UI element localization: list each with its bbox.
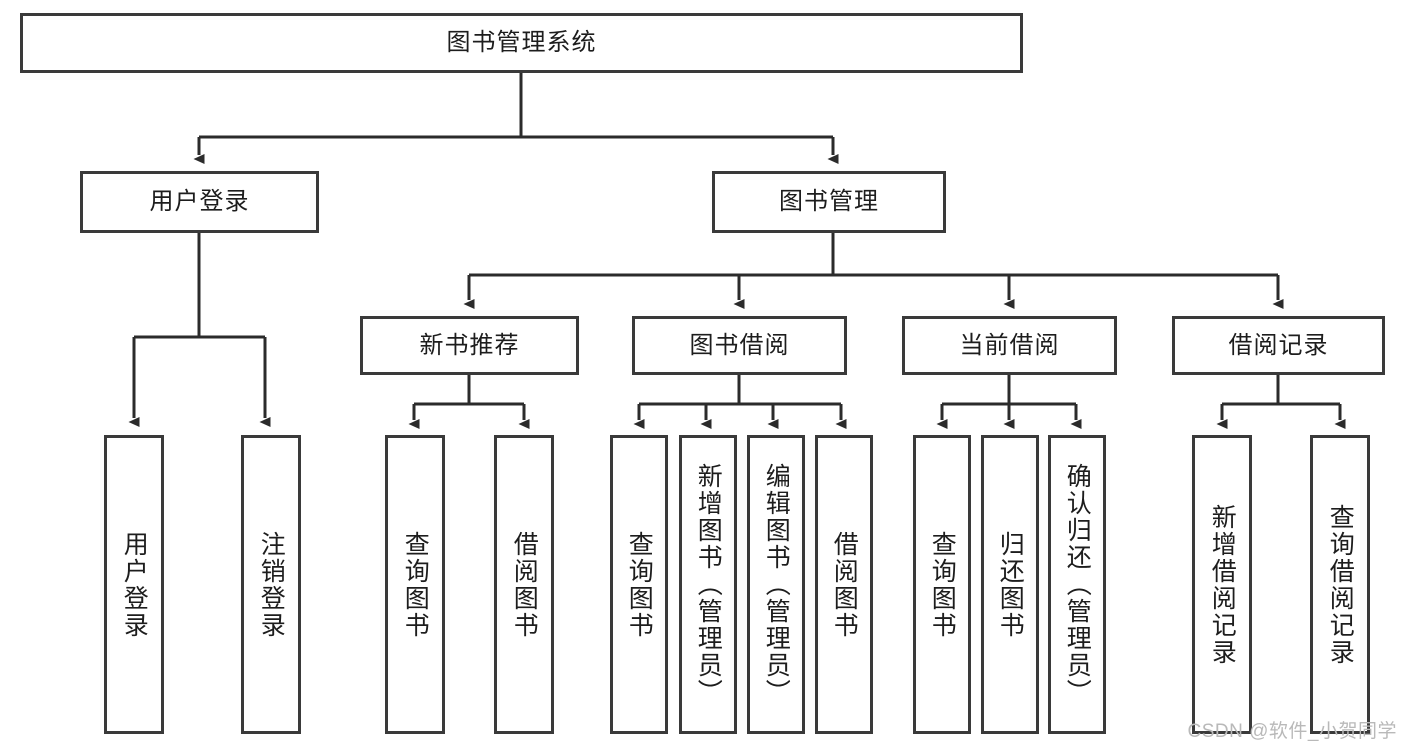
node-book-management[interactable]: 图书管理 <box>712 171 946 233</box>
node-label: 确认归还（管理员） <box>1063 463 1092 706</box>
node-label: 新书推荐 <box>419 331 520 359</box>
leaf-current-borrow-query[interactable]: 查询图书 <box>913 435 971 734</box>
watermark: CSDN @软件_小贺同学 <box>1187 721 1397 742</box>
node-label: 查询借阅记录 <box>1326 503 1355 666</box>
node-label: 归还图书 <box>996 530 1025 639</box>
node-label: 注销登录 <box>257 530 286 639</box>
node-new-book-recommend[interactable]: 新书推荐 <box>360 316 579 375</box>
node-borrow-record[interactable]: 借阅记录 <box>1172 316 1385 375</box>
leaf-borrow-record-query[interactable]: 查询借阅记录 <box>1310 435 1370 734</box>
node-label: 图书管理系统 <box>446 29 597 57</box>
node-label: 图书借阅 <box>689 331 790 359</box>
node-label: 查询图书 <box>625 530 654 639</box>
node-label: 新增借阅记录 <box>1208 503 1237 666</box>
leaf-book-borrow-borrow[interactable]: 借阅图书 <box>815 435 873 734</box>
leaf-new-book-borrow[interactable]: 借阅图书 <box>494 435 554 734</box>
leaf-user-login-login[interactable]: 用户登录 <box>104 435 164 734</box>
node-label: 借阅图书 <box>830 530 859 639</box>
node-label: 用户登录 <box>149 188 250 216</box>
node-book-borrow[interactable]: 图书借阅 <box>632 316 847 375</box>
node-label: 用户登录 <box>120 530 149 639</box>
node-root-book-management-system[interactable]: 图书管理系统 <box>20 13 1023 73</box>
node-label: 借阅记录 <box>1228 331 1329 359</box>
leaf-new-book-query[interactable]: 查询图书 <box>385 435 445 734</box>
node-label: 新增图书（管理员） <box>694 463 723 706</box>
node-label: 当前借阅 <box>959 331 1060 359</box>
leaf-book-borrow-edit[interactable]: 编辑图书（管理员） <box>747 435 805 734</box>
leaf-user-login-logout[interactable]: 注销登录 <box>241 435 301 734</box>
leaf-current-borrow-confirm-return[interactable]: 确认归还（管理员） <box>1048 435 1106 734</box>
leaf-book-borrow-query[interactable]: 查询图书 <box>610 435 668 734</box>
node-user-login[interactable]: 用户登录 <box>80 171 319 233</box>
node-label: 借阅图书 <box>510 530 539 639</box>
node-label: 编辑图书（管理员） <box>762 463 791 706</box>
leaf-current-borrow-return[interactable]: 归还图书 <box>981 435 1039 734</box>
node-label: 查询图书 <box>928 530 957 639</box>
node-label: 图书管理 <box>779 188 879 216</box>
node-current-borrow[interactable]: 当前借阅 <box>902 316 1117 375</box>
node-label: 查询图书 <box>401 530 430 639</box>
leaf-borrow-record-add[interactable]: 新增借阅记录 <box>1192 435 1252 734</box>
leaf-book-borrow-add[interactable]: 新增图书（管理员） <box>679 435 737 734</box>
